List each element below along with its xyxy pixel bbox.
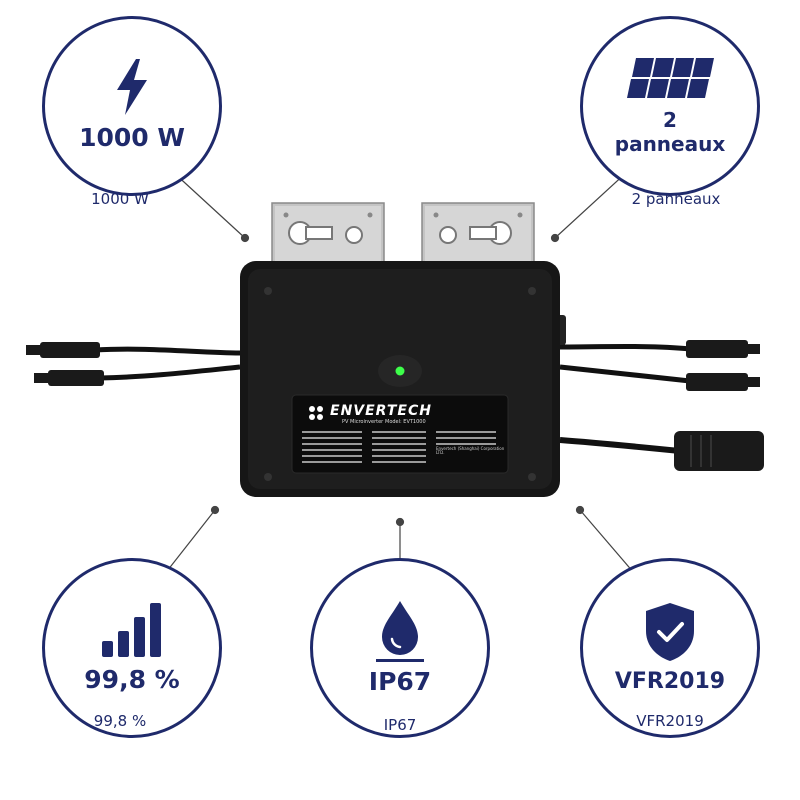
protection-caption: IP67 [383, 716, 417, 734]
solar-cell [652, 58, 674, 77]
efficiency-value: 99,8 % [84, 665, 180, 694]
protection-value: IP67 [368, 667, 432, 696]
certification-badge: VFR2019 [580, 558, 760, 738]
solar-cell [687, 79, 709, 98]
power-value: 1000 W [79, 123, 185, 152]
microinverter-image: ENVERTECH PV Microinverter Model: EVT100… [0, 195, 800, 515]
protection-badge: IP67 [310, 558, 490, 738]
panels-badge: 2 panneaux [580, 16, 760, 196]
manufacturer-label: Envertech (Shanghai) Corporation LTD. [436, 446, 505, 456]
water-drop-icon [372, 599, 428, 663]
solar-cell [672, 58, 694, 77]
certification-value: VFR2019 [614, 668, 726, 694]
certification-caption: VFR2019 [636, 712, 704, 730]
power-badge: 1000 W [42, 16, 222, 196]
solar-cell [692, 58, 714, 77]
product-subtitle: PV Microinverter [342, 419, 384, 425]
brand-label: ENVERTECH [330, 403, 432, 419]
lightning-icon [113, 59, 151, 115]
mounting-bracket-right [421, 202, 535, 270]
product-model: Model: EVT1000 [385, 419, 426, 425]
panels-value: 2 panneaux [615, 108, 726, 156]
efficiency-caption: 99,8 % [93, 712, 147, 730]
solar-panel-icon [622, 56, 718, 100]
power-caption: 1000 W [91, 190, 149, 208]
solar-cell [632, 58, 654, 77]
panels-value-count: 2 [663, 108, 677, 132]
solar-cell [667, 79, 689, 98]
shield-check-icon [642, 601, 698, 663]
solar-cell [647, 79, 669, 98]
mounting-bracket-left [271, 202, 385, 270]
panels-value-unit: panneaux [614, 132, 726, 156]
signal-bars-icon [100, 601, 164, 657]
efficiency-badge: 99,8 % [42, 558, 222, 738]
panels-caption: 2 panneaux [631, 190, 721, 208]
solar-cell [627, 79, 649, 98]
